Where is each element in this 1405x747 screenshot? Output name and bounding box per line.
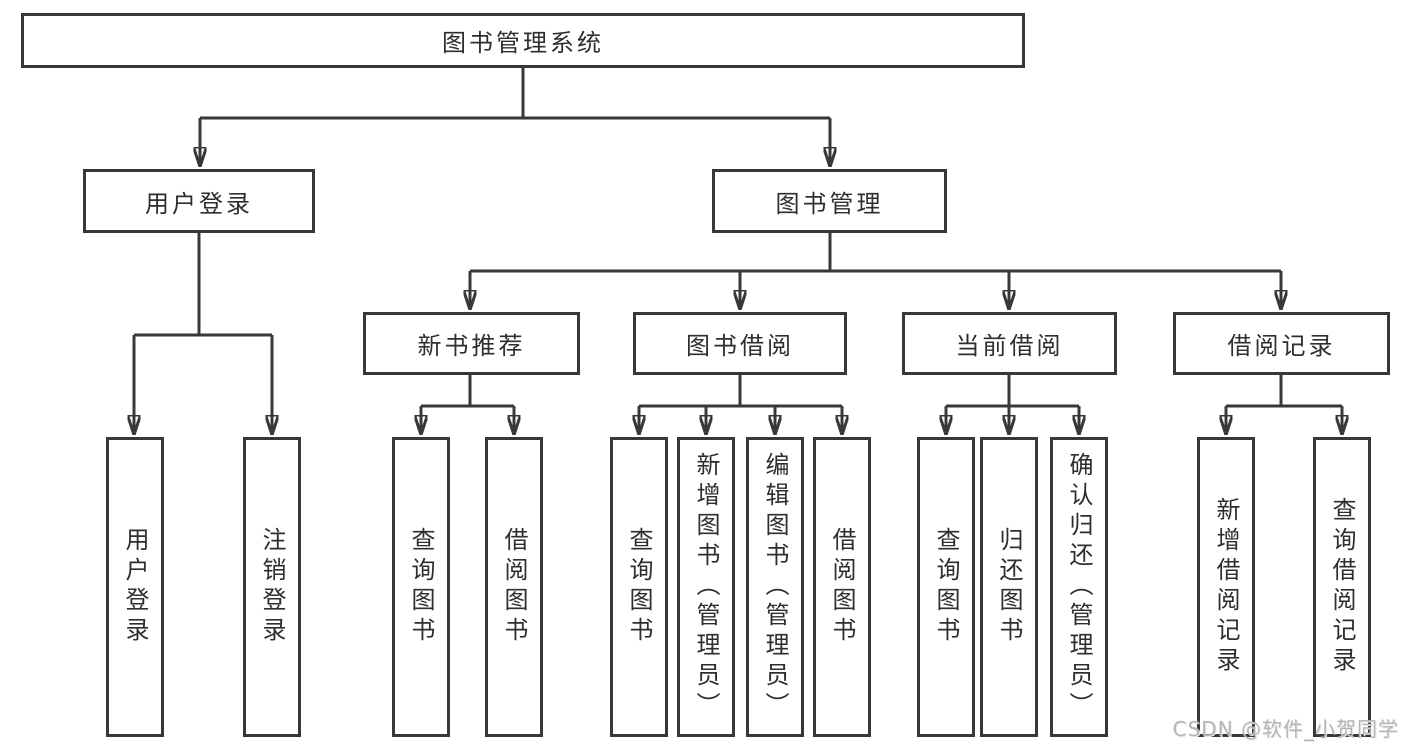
node-current-borrowing-label: 当前借阅 [955,332,1064,360]
leaf-confirm-return-admin: 确认归还（管理员） [1050,437,1108,737]
node-user-login-label: 用户登录 [145,189,253,218]
node-new-book-recommend-label: 新书推荐 [417,332,526,360]
leaf-search-books-recommend: 查询图书 [392,437,450,737]
leaf-add-books-admin: 新增图书（管理员） [677,437,735,737]
leaf-label: 编辑图书（管理员） [761,452,789,722]
node-book-management-label: 图书管理 [775,189,884,218]
leaf-user-login-label: 用户登录 [121,527,149,647]
leaf-logout-label: 注销登录 [258,527,286,647]
node-book-borrowing: 图书借阅 [633,312,847,375]
node-book-management: 图书管理 [712,169,947,233]
leaf-add-borrow-record: 新增借阅记录 [1197,437,1255,737]
node-book-borrowing-label: 图书借阅 [686,332,794,360]
leaf-label: 新增借阅记录 [1212,497,1240,677]
node-borrowing-records-label: 借阅记录 [1227,332,1336,360]
node-user-login: 用户登录 [83,169,315,233]
leaf-label: 借阅图书 [828,527,856,647]
leaf-label: 借阅图书 [500,527,528,647]
leaf-borrow-books-borrowing: 借阅图书 [813,437,871,737]
node-new-book-recommend: 新书推荐 [363,312,580,375]
node-current-borrowing: 当前借阅 [902,312,1117,375]
node-root: 图书管理系统 [21,13,1025,68]
node-root-label: 图书管理系统 [442,29,604,57]
leaf-label: 归还图书 [995,527,1023,647]
csdn-watermark: CSDN @软件_小贺同学 [1172,717,1399,741]
leaf-user-login: 用户登录 [106,437,164,737]
leaf-label: 查询图书 [932,527,960,647]
leaf-logout: 注销登录 [243,437,301,737]
leaf-edit-books-admin: 编辑图书（管理员） [746,437,804,737]
node-borrowing-records: 借阅记录 [1173,312,1390,375]
leaf-label: 查询图书 [625,527,653,647]
leaf-label: 查询图书 [407,527,435,647]
leaf-search-borrow-record: 查询借阅记录 [1313,437,1371,737]
leaf-label: 查询借阅记录 [1328,497,1356,677]
leaf-search-books-borrowing: 查询图书 [610,437,668,737]
leaf-borrow-books-recommend: 借阅图书 [485,437,543,737]
leaf-search-books-current: 查询图书 [917,437,975,737]
leaf-return-books: 归还图书 [980,437,1038,737]
leaf-label: 确认归还（管理员） [1065,452,1093,722]
leaf-label: 新增图书（管理员） [692,452,720,722]
